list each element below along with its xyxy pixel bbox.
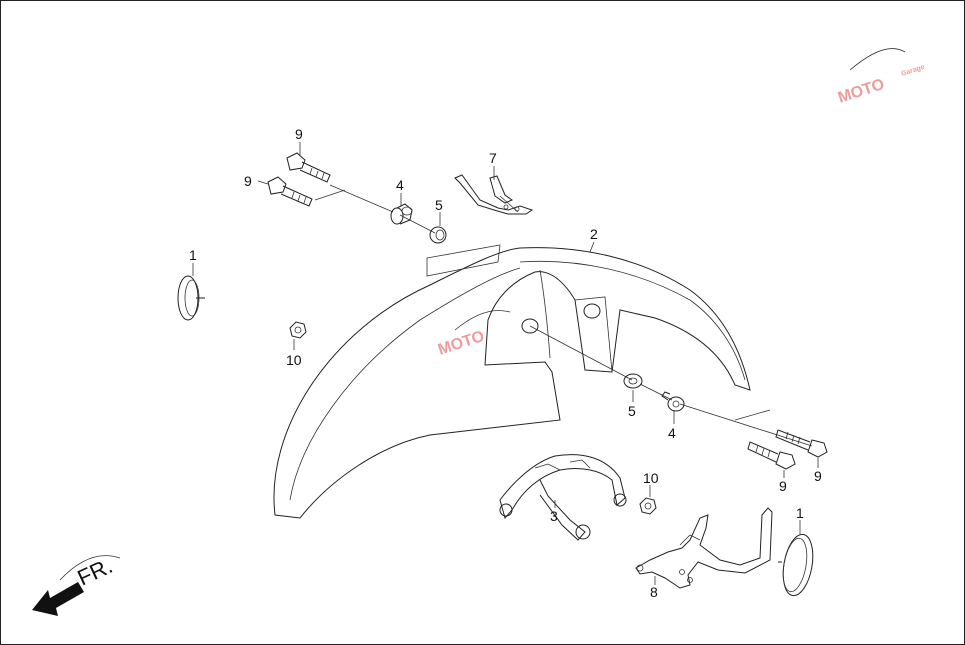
bracket-3 [499,454,627,541]
reflector-1-left [177,275,205,321]
collar-4-lower [661,391,685,412]
callout-9: 9 [814,468,822,484]
bolt-9-upper [286,152,331,183]
callout-9: 9 [244,173,252,189]
bolt-9-right-upper [775,429,828,458]
front-fender [273,244,751,519]
leader-lines [192,142,819,585]
callout-5: 5 [435,197,443,213]
front-direction-arrow-icon [32,582,84,616]
callout-5: 5 [628,403,636,419]
callout-8: 8 [650,584,658,600]
watermark-subtext: Garage [900,64,925,78]
callout-7: 7 [489,150,497,166]
callout-1: 1 [189,247,197,263]
callout-4: 4 [668,425,676,441]
callout-2: 2 [590,226,598,242]
front-direction-label: FR. [74,553,117,591]
front-direction-indicator: FR. [32,553,121,616]
grommet-5-lower [623,373,643,389]
callout-1: 1 [796,505,804,521]
callout-10: 10 [286,352,302,368]
reflector-1-right [778,533,814,597]
bolt-9-right-lower [747,441,796,470]
assembly-lines [314,184,813,447]
nut-10-right [639,497,657,515]
watermark-text: MOTO [436,328,487,359]
grommet-5-upper [429,226,447,244]
bolt-9-lower [267,176,313,207]
watermark-logo-top-right: MOTO Garage [836,48,926,107]
callout-10: 10 [643,470,659,486]
watermark-text: MOTO [836,76,887,107]
callout-9: 9 [779,478,787,494]
nut-10-left [289,321,307,339]
collar-4-upper [390,203,413,225]
hose-guide-8 [635,507,773,589]
watermark-logo-center: MOTO [436,310,511,359]
hose-guide-7 [454,174,534,215]
callout-3: 3 [550,508,558,524]
callout-9: 9 [295,126,303,142]
callout-4: 4 [396,177,404,193]
